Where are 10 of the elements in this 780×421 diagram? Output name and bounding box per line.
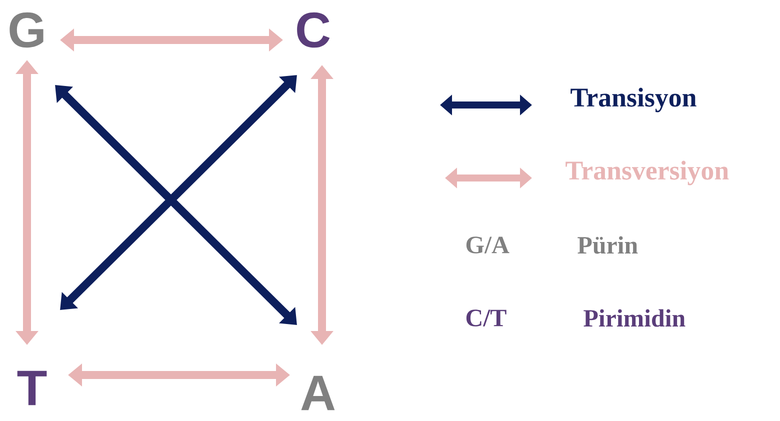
key-label: Pirimidin [584,309,686,327]
base-letter: C [297,12,330,48]
key-label: G/A [466,236,510,254]
base-letter: G [10,12,44,48]
legend-label: Transversiyon [566,160,729,186]
base-letter: A [301,376,335,410]
base-letter: T [17,370,47,406]
key-label: Pürin [578,236,638,254]
legend-label: Transisyon [570,88,696,112]
key-label: C/T [466,310,506,326]
